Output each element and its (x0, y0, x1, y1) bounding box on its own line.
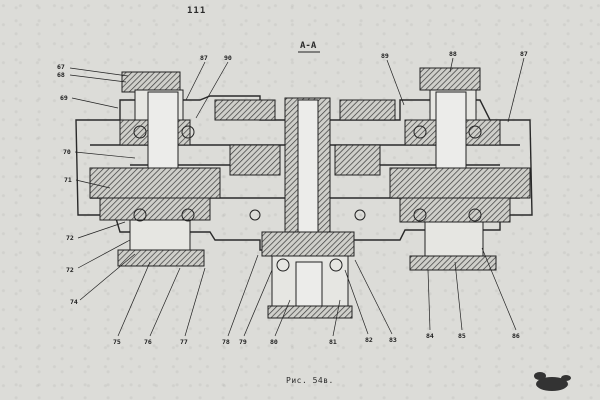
callout-87-right: 87 (520, 50, 528, 58)
callout-80: 80 (270, 338, 278, 346)
central-shaft-assembly (214, 97, 396, 319)
right-shaft-assembly (389, 67, 531, 271)
callout-83: 83 (389, 336, 397, 344)
callout-90: 90 (224, 54, 232, 62)
callout-81: 81 (329, 338, 337, 346)
callout-86: 86 (512, 332, 520, 340)
callout-87-left: 87 (200, 54, 208, 62)
callout-79: 79 (239, 338, 247, 346)
callout-69: 69 (60, 94, 68, 102)
callout-77: 77 (180, 338, 188, 346)
callout-75: 75 (113, 338, 121, 346)
callout-74: 74 (70, 298, 78, 306)
page-number: 111 (187, 6, 207, 16)
callout-71: 71 (64, 176, 72, 184)
callout-88: 88 (449, 50, 457, 58)
section-label: А-А (300, 41, 317, 51)
callout-82: 82 (365, 336, 373, 344)
callout-labels: 67 68 69 70 71 72 72 74 75 76 77 78 79 8… (57, 50, 528, 346)
callout-76: 76 (144, 338, 152, 346)
figure-caption: Рис. 54в. (286, 376, 334, 385)
callout-68: 68 (57, 71, 65, 79)
callout-89: 89 (381, 52, 389, 60)
callout-67: 67 (57, 63, 65, 71)
callout-78: 78 (222, 338, 230, 346)
callout-84: 84 (426, 332, 434, 340)
corner-ink-blot (534, 372, 571, 391)
callout-85: 85 (458, 332, 466, 340)
callout-72-upper: 72 (66, 234, 74, 242)
left-shaft-assembly (89, 71, 221, 267)
leader-lines (69, 57, 525, 337)
callout-72-lower: 72 (66, 266, 74, 274)
callout-70: 70 (63, 148, 71, 156)
